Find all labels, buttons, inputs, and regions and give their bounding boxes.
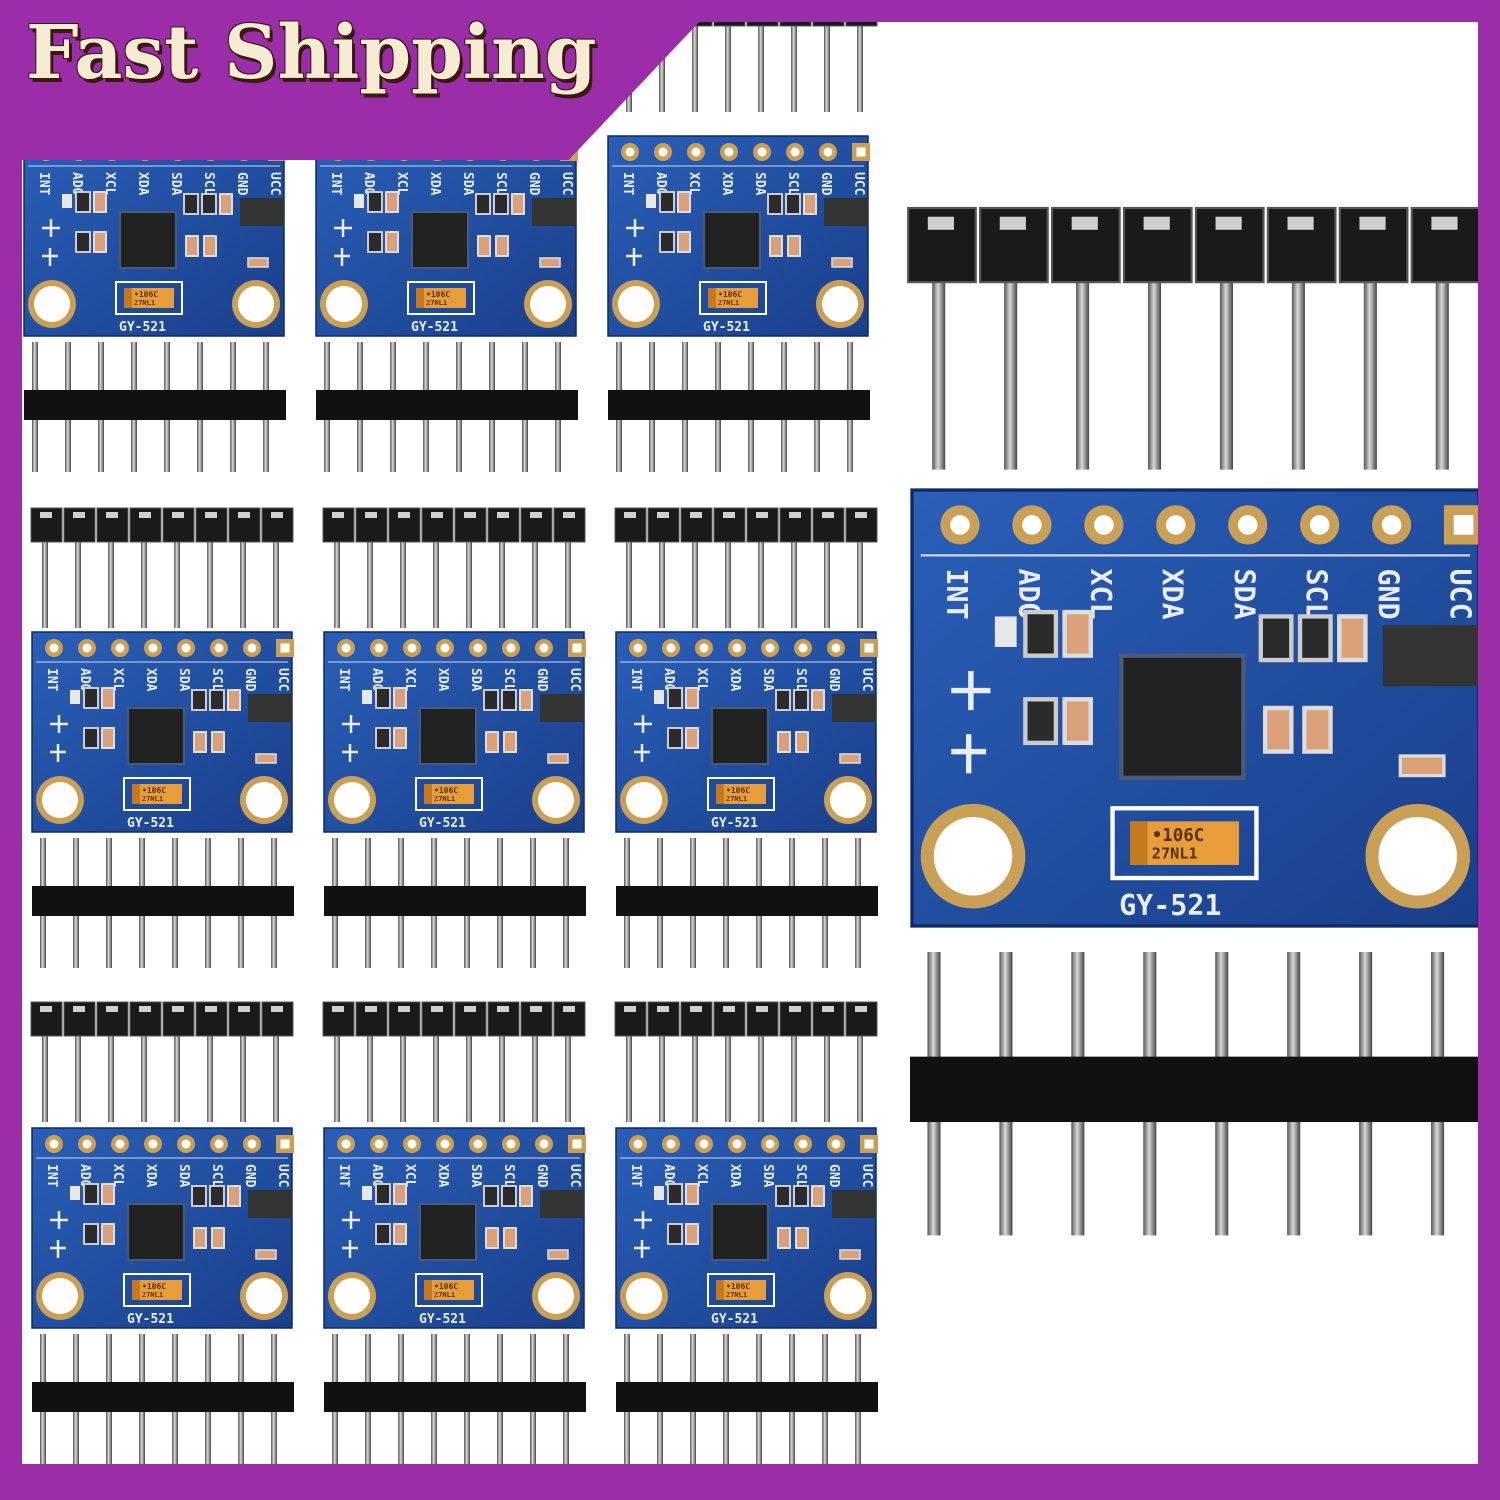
module-board	[22, 134, 288, 338]
module-board	[30, 1126, 296, 1330]
promo-banner-text: Fast Shipping	[26, 10, 597, 96]
module-board	[322, 630, 588, 834]
pin-header-straight	[324, 1334, 586, 1464]
pin-header-angled	[322, 1001, 586, 1123]
pin-header-straight	[616, 838, 878, 968]
pin-header-angled	[30, 1001, 294, 1123]
pin-header-angled	[614, 507, 878, 629]
pin-header-angled	[614, 1001, 878, 1123]
module-board	[606, 134, 872, 338]
pin-header-angled	[30, 507, 294, 629]
pin-header-straight	[24, 342, 286, 472]
module-board	[314, 134, 580, 338]
module-board	[614, 630, 880, 834]
pin-header-straight	[32, 838, 294, 968]
pin-header-straight-large	[910, 952, 1478, 1236]
product-photo-frame: INT ADO XCL XDA SDA SCL GND UCC	[22, 22, 1478, 1464]
module-board	[30, 630, 296, 834]
pin-header-straight	[316, 342, 578, 472]
product-scene: INT ADO XCL XDA SDA SCL GND UCC	[22, 22, 1478, 1464]
pin-header-straight	[616, 1334, 878, 1464]
pin-header-angled-large	[907, 206, 1478, 471]
module-board	[322, 1126, 588, 1330]
module-board	[614, 1126, 880, 1330]
pin-header-straight	[608, 342, 870, 472]
pin-header-angled	[322, 507, 586, 629]
pin-header-straight	[32, 1334, 294, 1464]
module-board-large	[912, 490, 1478, 926]
pin-header-straight	[324, 838, 586, 968]
